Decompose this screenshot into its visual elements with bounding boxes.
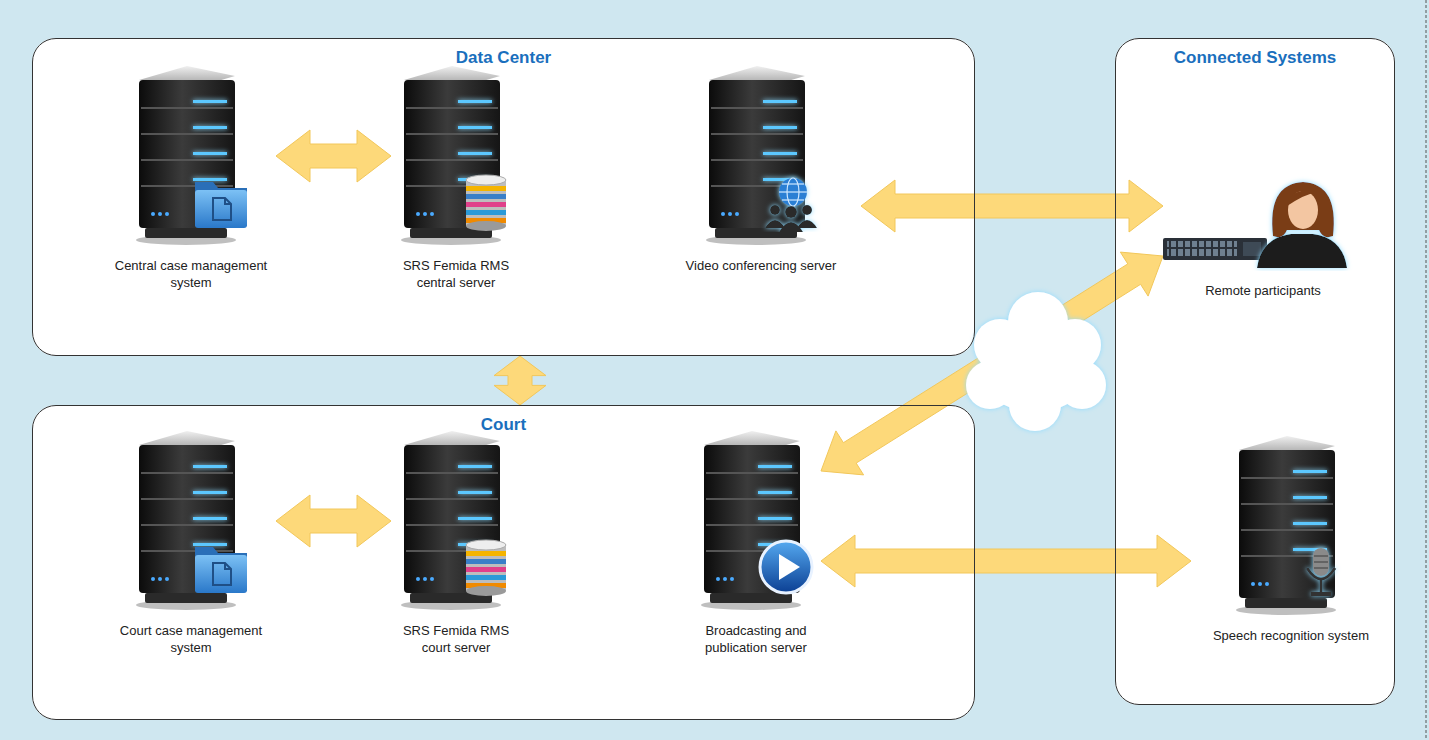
system-node: Central case management system: [106, 56, 276, 292]
panel-title: Data Center: [33, 48, 974, 68]
system-node: SRS Femida RMS court server: [391, 421, 521, 657]
panel-fill: [1115, 38, 1395, 705]
system-node: Speech recognition system: [1191, 426, 1391, 645]
system-node: Remote participants: [1163, 176, 1363, 300]
panel-fill: [32, 38, 975, 356]
server-icon: [396, 56, 516, 246]
server-icon: [1231, 426, 1351, 616]
node-label: Video conferencing server: [661, 258, 861, 275]
server-symbol: [706, 66, 806, 245]
system-node: Video conferencing server: [661, 56, 861, 275]
remote-person-symbol: [1163, 182, 1347, 268]
double-arrow: [494, 356, 546, 405]
mic-symbol: [1307, 548, 1335, 596]
node-label: Court case management system: [106, 623, 276, 657]
node-label: SRS Femida RMS court server: [391, 623, 521, 657]
server-icon: [131, 421, 251, 611]
server-icon: [696, 421, 816, 611]
system-node: SRS Femida RMS central server: [391, 56, 521, 292]
group-panel: CourtCourt case management system SRS Fem…: [32, 405, 975, 720]
panel-title: Connected Systems: [1116, 48, 1394, 68]
server-icon: [131, 56, 251, 246]
node-label: Central case management system: [106, 258, 276, 292]
network-cloud: [966, 292, 1106, 431]
panel-title: Court: [33, 415, 974, 435]
node-label: Remote participants: [1163, 283, 1363, 300]
double-arrow: [821, 252, 1163, 475]
person-icon: [1163, 176, 1363, 271]
double-arrow: [861, 180, 1163, 232]
globe-symbol: [765, 178, 817, 232]
double-arrow: [821, 535, 1191, 587]
node-label: Broadcasting and publication server: [691, 623, 821, 657]
double-arrow: [276, 495, 391, 547]
system-node: Court case management system: [106, 421, 276, 657]
server-symbol: [1236, 436, 1336, 615]
play-symbol: [760, 541, 812, 593]
node-label: SRS Femida RMS central server: [391, 258, 521, 292]
db-symbol: [466, 175, 506, 231]
group-panel: Connected SystemsRemote participantsSpee…: [1115, 38, 1395, 705]
dashed-border: [1426, 0, 1427, 740]
double-arrow: [276, 130, 391, 182]
group-panel: Data CenterCentral case management syste…: [32, 38, 975, 356]
db-symbol: [466, 540, 506, 596]
server-icon: [396, 421, 516, 611]
folder-symbol: [195, 547, 247, 593]
system-node: Broadcasting and publication server: [691, 421, 821, 657]
node-label: Speech recognition system: [1191, 628, 1391, 645]
server-icon: [701, 56, 821, 246]
folder-symbol: [195, 182, 247, 228]
